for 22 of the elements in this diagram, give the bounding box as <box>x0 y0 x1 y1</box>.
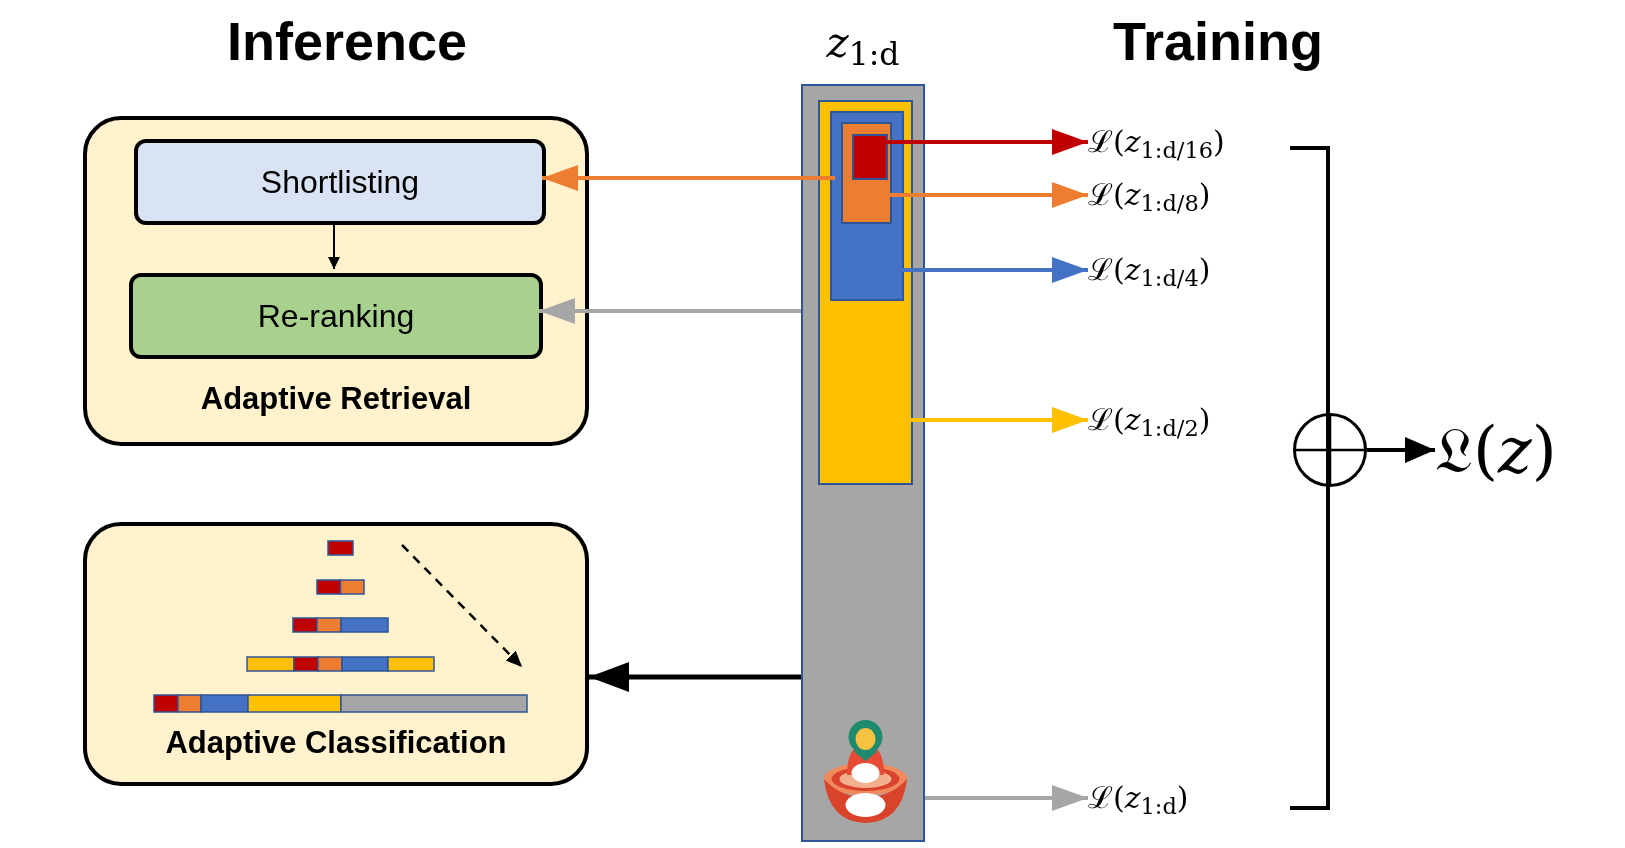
nested-block <box>818 100 913 485</box>
arrow <box>589 662 801 692</box>
arrow <box>900 257 1088 283</box>
section-heading: Inference <box>226 14 468 68</box>
arrow <box>1367 437 1435 463</box>
panel-heading: Adaptive Retrieval <box>200 383 472 414</box>
arrow <box>542 165 835 191</box>
vector-label: z$_{1:d}$ <box>826 22 900 64</box>
sum-symbol <box>1293 413 1367 487</box>
arrow <box>925 785 1088 811</box>
arrow <box>539 298 801 324</box>
panel <box>83 116 589 446</box>
process-box: Re-ranking <box>129 273 543 359</box>
panel <box>83 522 589 786</box>
loss-term: ℒ(z$_{1:d}$) <box>1088 783 1189 813</box>
nested-block <box>841 122 892 224</box>
nested-block <box>830 111 904 301</box>
process-box: Shortlisting <box>134 139 546 225</box>
total-loss: 𝔏(z) <box>1435 418 1557 482</box>
panel-heading: Adaptive Classification <box>165 727 507 758</box>
nested-block <box>852 134 888 180</box>
arrow <box>911 407 1088 433</box>
